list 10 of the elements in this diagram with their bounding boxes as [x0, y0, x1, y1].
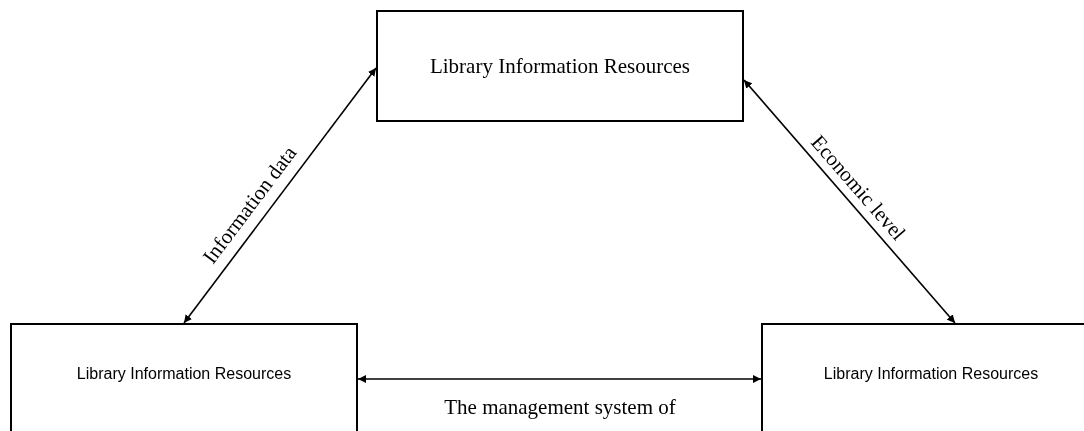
resource-box	[761, 323, 1084, 431]
double-arrow	[357, 375, 762, 383]
box-label: Library Information Resources	[76, 365, 292, 383]
box-label: Library Information Resources	[429, 53, 691, 79]
double-arrow	[743, 79, 956, 324]
resource-box	[376, 10, 744, 122]
edge-label: The management system of	[444, 394, 676, 420]
resource-box	[10, 323, 358, 431]
double-arrow	[183, 67, 377, 324]
box-label: Library Information Resources	[823, 365, 1039, 383]
